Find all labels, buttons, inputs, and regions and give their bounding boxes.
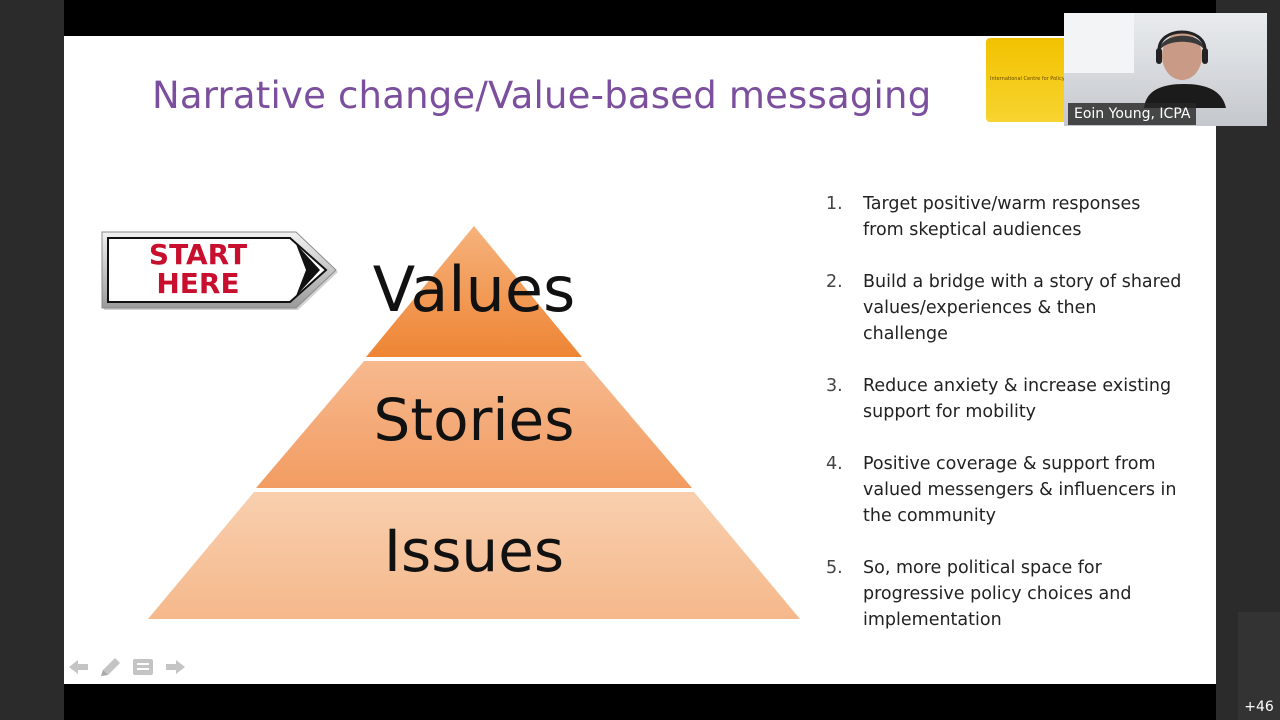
- start-here-sign: START HERE: [101, 231, 338, 310]
- logo-text: International Centre for Policy: [990, 76, 1065, 82]
- speaker-silhouette: [1144, 30, 1226, 108]
- list-item: 5. So, more political space for progress…: [826, 555, 1186, 633]
- step-text: Target positive/warm responses from skep…: [863, 194, 1141, 240]
- left-margin: [0, 0, 64, 720]
- step-text: Reduce anxiety & increase existing suppo…: [863, 376, 1172, 422]
- pyramid-middle-level: [256, 361, 692, 488]
- pyramid-label-stories: Stories: [374, 386, 575, 454]
- step-number: 5.: [826, 558, 843, 578]
- slide-title: Narrative change/Value-based messaging: [152, 74, 932, 117]
- pyramid-label-values: Values: [373, 253, 576, 326]
- step-number: 1.: [826, 194, 843, 214]
- background-window: [1064, 13, 1134, 73]
- pen-icon[interactable]: [100, 656, 122, 678]
- step-number: 2.: [826, 272, 843, 292]
- list-item: 3. Reduce anxiety & increase existing su…: [826, 373, 1186, 425]
- steps-list: 1. Target positive/warm responses from s…: [826, 191, 1186, 659]
- arrow-left-icon[interactable]: [68, 656, 90, 678]
- pyramid-top-level: [366, 226, 582, 357]
- shared-slide: Narrative change/Value-based messaging I…: [64, 36, 1216, 684]
- start-here-line1: START: [149, 238, 247, 271]
- values-stories-issues-pyramid: Values Stories Issues: [148, 226, 800, 619]
- list-item: 4. Positive coverage & support from valu…: [826, 451, 1186, 529]
- arrow-right-icon[interactable]: [164, 656, 186, 678]
- pyramid-bottom-level: [148, 492, 800, 619]
- list-item: 2. Build a bridge with a story of shared…: [826, 269, 1186, 347]
- step-number: 4.: [826, 454, 843, 474]
- pyramid-label-issues: Issues: [384, 517, 564, 585]
- step-text: Build a bridge with a story of shared va…: [863, 272, 1182, 344]
- list-item: 1. Target positive/warm responses from s…: [826, 191, 1186, 243]
- speaker-video-tile[interactable]: Eoin Young, ICPA: [1064, 13, 1267, 126]
- step-text: Positive coverage & support from valued …: [863, 454, 1177, 526]
- speaker-name-tag: Eoin Young, ICPA: [1068, 103, 1197, 125]
- step-number: 3.: [826, 376, 843, 396]
- participant-strip[interactable]: [1238, 612, 1280, 720]
- more-participants-count[interactable]: +46: [1244, 699, 1274, 715]
- start-here-line2: HERE: [156, 267, 239, 300]
- step-text: So, more political space for progressive…: [863, 558, 1132, 630]
- slideshow-controls: [68, 656, 186, 680]
- menu-icon[interactable]: [132, 656, 154, 678]
